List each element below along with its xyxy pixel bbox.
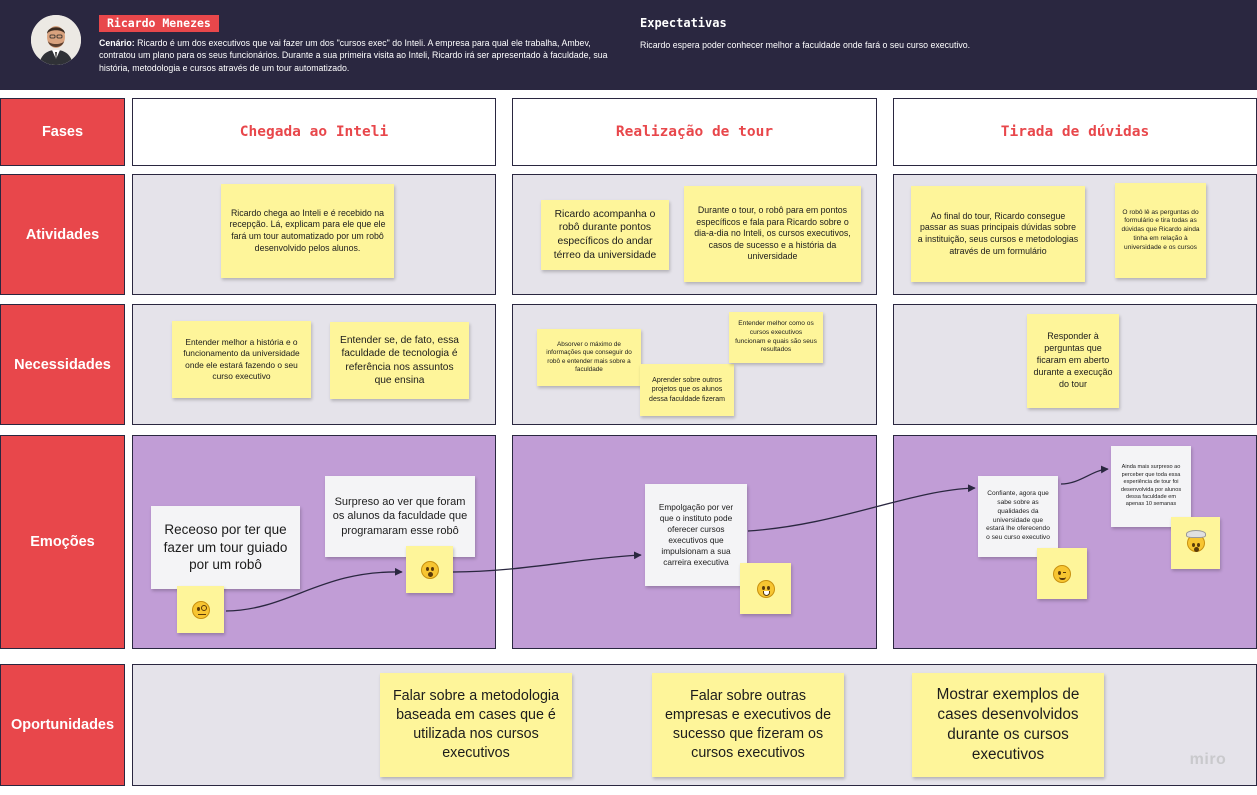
sticky-need-3[interactable]: Absorver o máximo de informações que con… <box>537 329 641 386</box>
emotion-card-ainda-mais-surpreso[interactable]: Ainda mais surpreso ao perceber que toda… <box>1111 446 1191 527</box>
scenario-body: Ricardo é um dos executivos que vai faze… <box>99 38 608 73</box>
emoji-sticky-4[interactable] <box>1037 548 1087 599</box>
sticky-opportunity-3[interactable]: Mostrar exemplos de cases desenvolvidos … <box>912 673 1104 777</box>
phase-duvidas: Tirada de dúvidas <box>893 98 1257 166</box>
persona-header: Ricardo Menezes Cenário: Ricardo é um do… <box>0 0 1257 90</box>
emotion-card-receoso[interactable]: Receoso por ter que fazer um tour guiado… <box>151 506 300 589</box>
expectations-text: Ricardo espera poder conhecer melhor a f… <box>640 40 971 50</box>
expectations-title: Expectativas <box>640 16 727 30</box>
scenario-text: Cenário: Ricardo é um dos executivos que… <box>99 37 609 74</box>
scenario-label: Cenário: <box>99 38 135 48</box>
sticky-need-2[interactable]: Entender se, de fato, essa faculdade de … <box>330 322 469 399</box>
avatar <box>31 15 81 65</box>
persona-name: Ricardo Menezes <box>99 15 219 32</box>
sticky-activity-2[interactable]: Ricardo acompanha o robô durante pontos … <box>541 200 669 270</box>
emotion-card-empolgacao[interactable]: Empolgação por ver que o instituto pode … <box>645 484 747 586</box>
emotion-card-confiante[interactable]: Confiante, agora que sabe sobre as quali… <box>978 476 1058 557</box>
row-label-necessidades: Necessidades <box>0 304 125 425</box>
emoji-sticky-2[interactable] <box>406 546 453 593</box>
emotion-card-surpreso[interactable]: Surpreso ao ver que foram os alunos da f… <box>325 476 475 557</box>
emoji-sticky-3[interactable] <box>740 563 791 614</box>
miro-watermark: miro <box>1189 751 1227 768</box>
grinning-face-icon <box>756 579 775 598</box>
phase-chegada: Chegada ao Inteli <box>132 98 496 166</box>
sticky-need-1[interactable]: Entender melhor a história e o funcionam… <box>172 321 311 398</box>
winking-face-icon <box>1053 564 1071 583</box>
sticky-opportunity-1[interactable]: Falar sobre a metodologia baseada em cas… <box>380 673 572 777</box>
sticky-need-6[interactable]: Responder à perguntas que ficaram em abe… <box>1027 314 1119 408</box>
sticky-need-5[interactable]: Entender melhor como os cursos executivo… <box>729 312 823 363</box>
row-label-atividades: Atividades <box>0 174 125 295</box>
sticky-need-4[interactable]: Aprender sobre outros projetos que os al… <box>640 364 734 416</box>
sticky-activity-5[interactable]: O robô lê as perguntas do formulário e t… <box>1115 183 1206 278</box>
exploding-head-icon <box>1185 530 1206 552</box>
phase-tour: Realização de tour <box>512 98 877 166</box>
row-label-fases: Fases <box>0 98 125 166</box>
sticky-activity-4[interactable]: Ao final do tour, Ricardo consegue passa… <box>911 186 1085 282</box>
sticky-activity-3[interactable]: Durante o tour, o robô para em pontos es… <box>684 186 861 282</box>
hushed-face-icon <box>420 560 439 579</box>
sticky-activity-1[interactable]: Ricardo chega ao Inteli e é recebido na … <box>221 184 394 278</box>
row-label-oportunidades: Oportunidades <box>0 664 125 786</box>
emoji-sticky-5[interactable] <box>1171 517 1220 569</box>
sticky-opportunity-2[interactable]: Falar sobre outras empresas e executivos… <box>652 673 844 777</box>
row-label-emocoes: Emoções <box>0 435 125 649</box>
emoji-sticky-1[interactable] <box>177 586 224 633</box>
face-with-monocle-icon <box>191 600 210 619</box>
